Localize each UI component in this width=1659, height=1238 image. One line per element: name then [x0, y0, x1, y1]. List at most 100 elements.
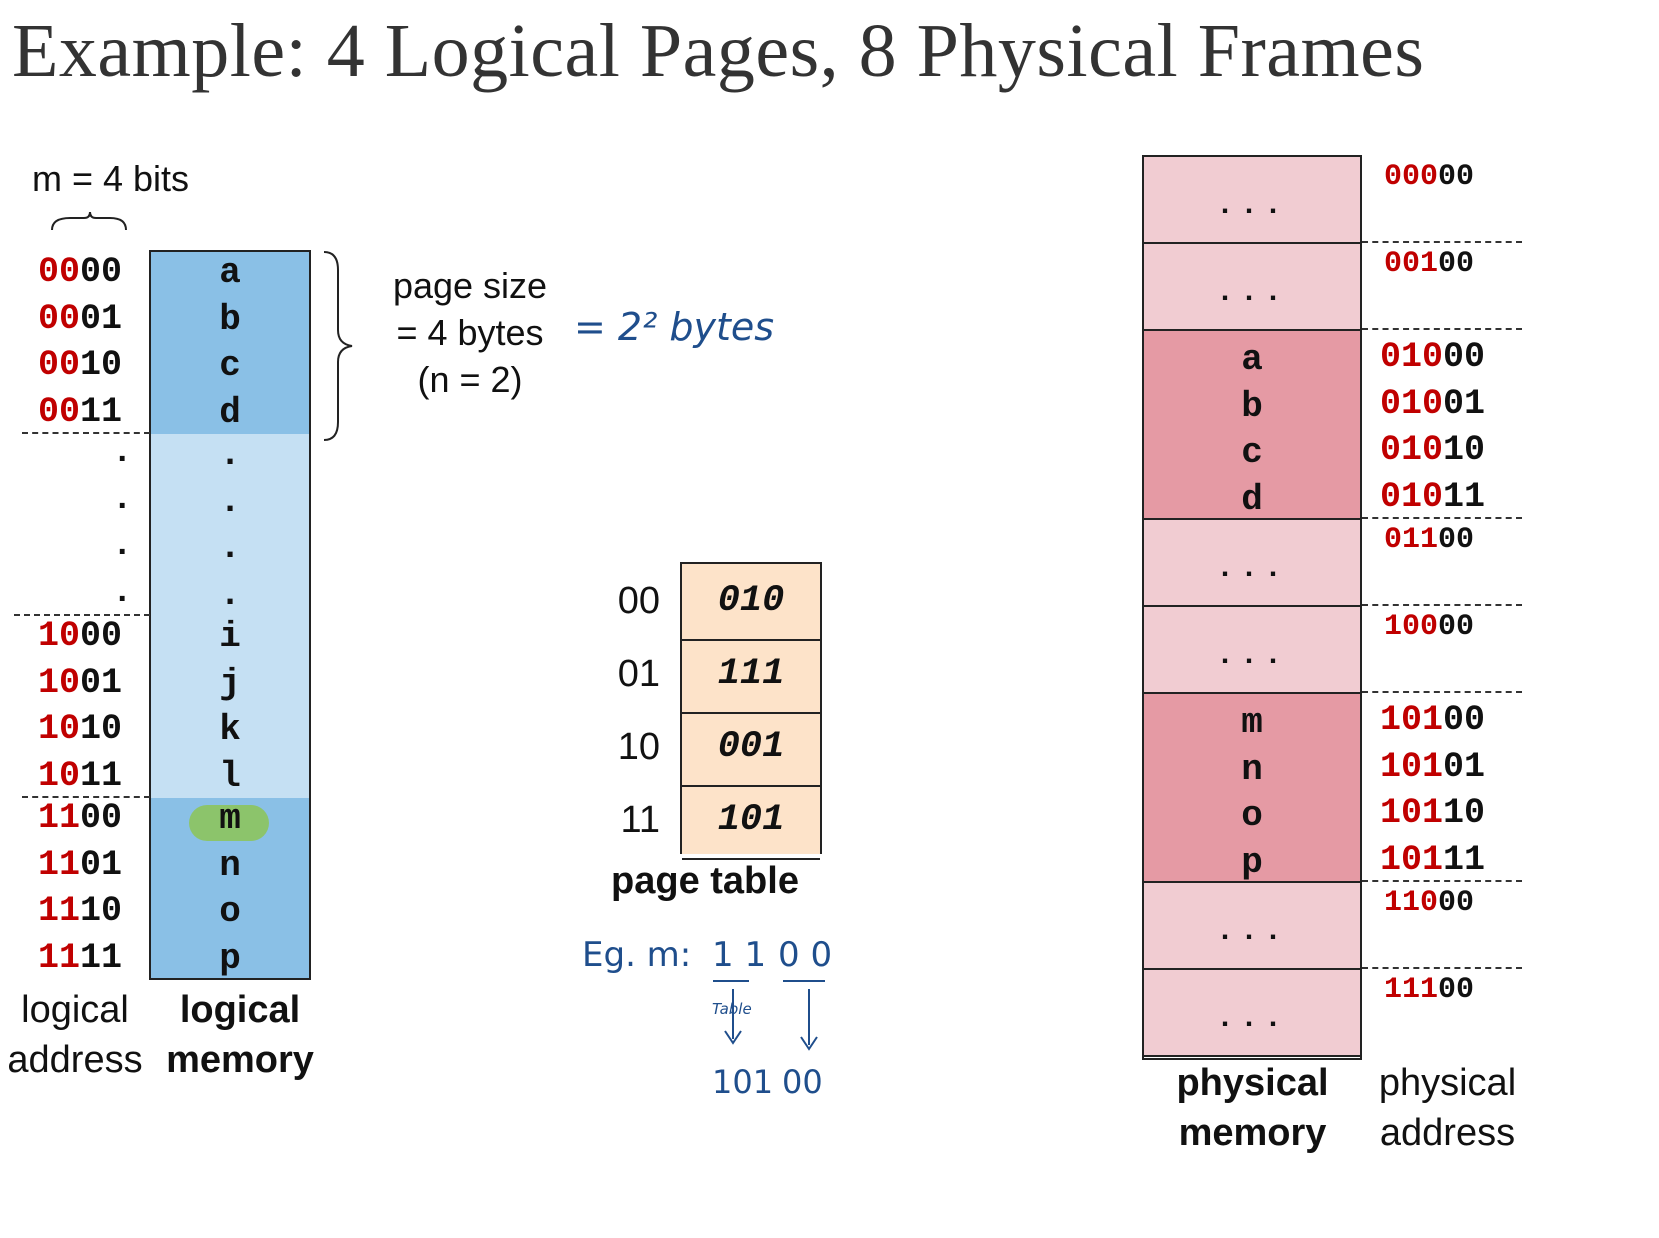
physical-address-offset-bits: 00: [1443, 337, 1486, 377]
logical-address-page-bits: 00: [38, 252, 81, 292]
logical-address-offset-bits: 10: [80, 709, 123, 749]
logical-address-offset-bits: 10: [80, 891, 123, 931]
frame-boundary-line: [1362, 517, 1522, 519]
logical-address-dot: .: [112, 527, 133, 565]
physical-address: 01011: [1380, 477, 1485, 517]
slide-title: Example: 4 Logical Pages, 8 Physical Fra…: [12, 9, 1425, 93]
logical-address-page-bits: 11: [38, 937, 81, 978]
address-width-label: m = 4 bits: [32, 158, 190, 199]
ellipsis: ...: [1215, 188, 1288, 223]
logical-address: 0000: [38, 252, 122, 292]
address-width-brace: [51, 211, 127, 231]
logical-address-dot: .: [112, 434, 133, 472]
logical-address-offset-bits: 01: [80, 662, 123, 703]
logical-address-page-bits: 10: [38, 709, 81, 749]
logical-address-page-bits: 10: [38, 755, 81, 796]
page-size-brace: [323, 251, 353, 441]
logical-address-page-bits: 11: [38, 891, 81, 931]
logical-memory-byte: d: [219, 391, 241, 433]
physical-address: 01000: [1380, 337, 1485, 377]
page-table-entry: 010: [682, 564, 820, 641]
page-table-frame-number: 001: [717, 726, 785, 768]
physical-address-label-line2: address: [1379, 1112, 1516, 1154]
ellipsis: ...: [1215, 551, 1288, 586]
physical-memory-label: physical memory: [1150, 1058, 1355, 1158]
logical-memory-byte: k: [219, 709, 241, 750]
page-table-frame-number: 111: [717, 653, 785, 695]
example-prefix: Eg. m:: [582, 935, 692, 975]
logical-memory-byte: n: [219, 844, 241, 886]
page-table-entry: 111: [682, 637, 820, 714]
page-table-index: 00: [617, 580, 660, 622]
physical-address-frame-bits: 000: [1384, 160, 1439, 194]
example-result-offset: 00: [782, 1063, 823, 1101]
physical-address-offset-bits: 11: [1443, 476, 1486, 517]
physical-memory-byte: d: [1241, 478, 1263, 520]
physical-address-frame-bits: 110: [1384, 886, 1439, 920]
physical-memory-byte: m: [1241, 702, 1263, 743]
page-table-index: 10: [617, 726, 660, 768]
frame-boundary-line: [1362, 604, 1522, 606]
logical-address-offset-bits: 11: [80, 391, 123, 432]
physical-address: 10100: [1380, 700, 1485, 740]
physical-address: 11100: [1384, 973, 1474, 1007]
physical-memory-byte: n: [1241, 748, 1263, 790]
physical-address-label-line1: physical: [1378, 1062, 1517, 1104]
physical-address-offset-bits: 11: [1443, 839, 1486, 880]
page-size-line2: = 4 bytes: [396, 312, 544, 353]
logical-address-label-line2: address: [7, 1039, 143, 1081]
logical-memory-byte: b: [219, 298, 241, 340]
logical-memory-byte: l: [219, 755, 241, 797]
physical-address-frame-bits: 101: [1380, 700, 1444, 740]
physical-frame-empty: ...: [1144, 883, 1360, 970]
physical-address-frame-bits: 011: [1384, 523, 1439, 557]
physical-memory-label-line1: physical: [1176, 1062, 1329, 1104]
logical-memory-byte: c: [219, 345, 241, 386]
logical-address-offset-bits: 00: [80, 616, 123, 656]
physical-address-offset-bits: 00: [1438, 523, 1475, 557]
physical-address-offset-bits: 10: [1443, 793, 1486, 833]
logical-address-dot: .: [112, 480, 133, 519]
logical-address: 1001: [38, 663, 122, 703]
physical-memory-byte: p: [1241, 841, 1263, 883]
logical-address: 1101: [38, 845, 122, 885]
page-table-entry: 101: [682, 783, 820, 860]
physical-address: 10101: [1380, 747, 1485, 787]
physical-address-frame-bits: 010: [1380, 476, 1444, 517]
page-table-entry: 001: [682, 710, 820, 787]
logical-memory-label-line1: logical: [179, 989, 301, 1031]
ellipsis: ...: [1215, 275, 1288, 310]
logical-address-dot: .: [112, 573, 133, 612]
physical-address-frame-bits: 101: [1380, 839, 1444, 880]
physical-address-offset-bits: 00: [1438, 247, 1475, 281]
logical-address-page-bits: 00: [38, 391, 81, 432]
page-size-handwritten-note: = 2² bytes: [574, 305, 775, 349]
physical-frame-empty: ...: [1144, 157, 1360, 244]
physical-address: 10000: [1384, 610, 1474, 644]
physical-address-frame-bits: 010: [1380, 383, 1444, 424]
logical-address-offset-bits: 00: [80, 798, 123, 838]
example-table-word: Table: [712, 1000, 752, 1018]
logical-address: 1110: [38, 891, 122, 931]
physical-frame-empty: ...: [1144, 520, 1360, 607]
logical-address: 1011: [38, 756, 122, 796]
logical-address-page-bits: 11: [38, 844, 81, 885]
page-table-frame-number: 101: [717, 799, 785, 841]
physical-address-frame-bits: 101: [1380, 746, 1444, 787]
physical-address-offset-bits: 01: [1443, 383, 1486, 424]
logical-address: 0011: [38, 392, 122, 432]
example-result-frame: 101: [712, 1063, 774, 1101]
logical-address-offset-bits: 00: [80, 252, 123, 292]
logical-memory-byte: a: [219, 252, 241, 293]
logical-memory-byte: p: [219, 937, 241, 979]
logical-memory-dot: .: [219, 480, 241, 522]
logical-address: 1010: [38, 709, 122, 749]
logical-address-offset-bits: 11: [80, 755, 123, 796]
frame-boundary-line: [1362, 241, 1522, 243]
page-size-line3: (n = 2): [417, 359, 523, 400]
physical-address-offset-bits: 01: [1443, 746, 1486, 787]
physical-address-offset-bits: 10: [1443, 430, 1486, 470]
physical-address: 00100: [1384, 247, 1474, 281]
page-table: 010 111 001 101: [680, 562, 822, 860]
highlight-m: [189, 805, 269, 841]
